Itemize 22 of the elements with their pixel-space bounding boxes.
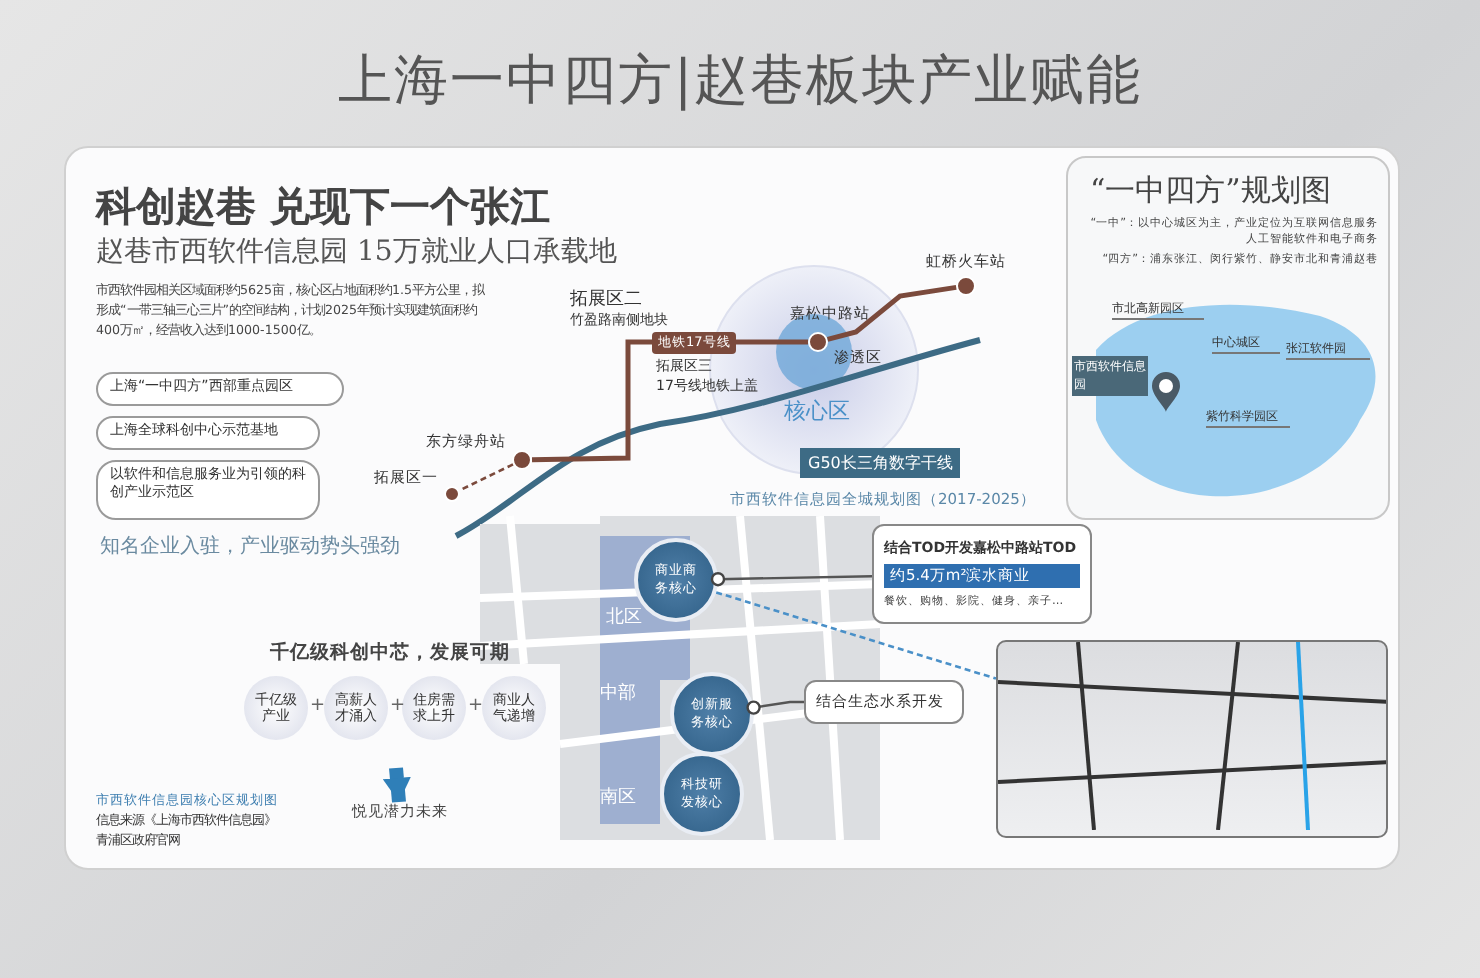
map-label: 拓展区二 [570, 287, 644, 312]
map-label: G50长三角数字干线 [800, 448, 961, 478]
section-heading: 千亿级科创中芯，发展可期 [270, 640, 512, 666]
plus-sign: + [390, 696, 404, 716]
plus-sign: + [468, 696, 482, 716]
route-line [458, 463, 514, 492]
route-line [826, 284, 957, 342]
map-picture [996, 640, 1388, 838]
leader-line [710, 572, 873, 587]
heading: 科创赵巷 兑现下一个张江 [96, 180, 550, 234]
arrow [382, 767, 411, 803]
map-label: 核心区 [784, 396, 852, 426]
plus-sign: + [310, 696, 324, 716]
title: 上海一中四方|赵巷板块产业赋能 [335, 48, 1145, 116]
callout-box [872, 524, 1092, 624]
map-label: 南区 [600, 785, 638, 810]
route-line [715, 591, 997, 680]
leader-line [746, 700, 804, 715]
section-heading: 知名企业入驻，产业驱动势头强劲 [100, 533, 400, 560]
subheading: 赵巷市西软件信息园 15万就业人口承载地 [96, 234, 617, 270]
panel-title: “一中四方”规划图 [1090, 172, 1331, 210]
map-label: 中部 [600, 681, 638, 706]
